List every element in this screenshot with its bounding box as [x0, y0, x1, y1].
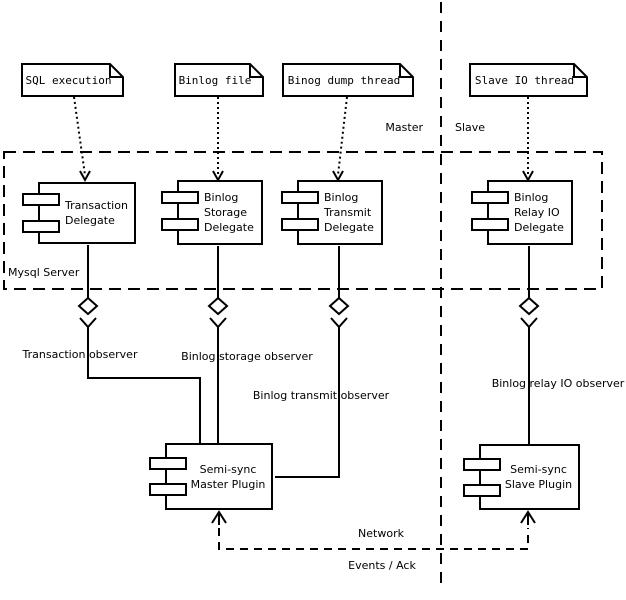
note-shape-sql-execution: [21, 63, 124, 97]
slave-section-label: Slave: [455, 121, 486, 134]
master-section-label: Master: [385, 121, 423, 134]
component-label: Binlog Transmit Delegate: [324, 191, 374, 234]
aggregation-diamonds: [77, 296, 540, 316]
note-binog-dump-thread: Binog dump thread: [287, 73, 401, 87]
component-tab-icon: [161, 191, 199, 204]
component-tab-icon: [281, 191, 319, 204]
note-sql-execution: SQL execution: [25, 73, 112, 87]
note-shape-binlog-file: [174, 63, 264, 97]
component-label: Binlog Relay IO Delegate: [514, 191, 564, 234]
component-tab-icon: [471, 191, 509, 204]
component-tab-icon: [22, 220, 60, 233]
network-link: [211, 510, 536, 550]
note-shape-binog-dump-thread: [282, 63, 414, 97]
component-label: Transaction Delegate: [65, 199, 128, 227]
component-tab-icon: [463, 484, 501, 497]
component-label: Semi-sync Master Plugin: [190, 462, 266, 491]
observer-arrowheads: [79, 317, 538, 329]
binlog-relay-io-observer-label: Binlog relay IO observer: [491, 377, 625, 390]
arrow-dumpthread-to-transmit: [332, 96, 348, 183]
note-binlog-file: Binlog file: [178, 73, 252, 87]
mysql-server-boundary: [3, 151, 603, 290]
arrow-slaveio-to-relay: [522, 97, 534, 183]
binlog-storage-observer-label: Binlog storage observer: [181, 350, 313, 363]
component-tab-icon: [161, 218, 199, 231]
component-tab-icon: [149, 483, 187, 496]
component-binlog-storage-delegate: Binlog Storage Delegate: [161, 180, 263, 245]
component-semi-sync-master-plugin: Semi-sync Master Plugin: [149, 443, 273, 510]
note-shape-slave-io-thread: [469, 63, 588, 97]
component-binlog-relay-io-delegate: Binlog Relay IO Delegate: [471, 180, 573, 245]
transaction-observer-label: Transaction observer: [22, 348, 138, 361]
component-label: Semi-sync Slave Plugin: [504, 463, 573, 491]
arrow-binlogfile-to-storage: [212, 97, 224, 183]
delegate-stems: [87, 245, 530, 298]
component-tab-icon: [471, 218, 509, 231]
component-tab-icon: [463, 458, 501, 471]
note-slave-io-thread: Slave IO thread: [474, 73, 575, 87]
component-semi-sync-slave-plugin: Semi-sync Slave Plugin: [463, 444, 580, 510]
component-tab-icon: [281, 218, 319, 231]
arrow-sql-to-transaction: [73, 96, 91, 183]
component-tab-icon: [22, 193, 60, 206]
component-label: Binlog Storage Delegate: [204, 191, 254, 234]
component-binlog-transmit-delegate: Binlog Transmit Delegate: [281, 180, 383, 245]
events-ack-label: Events / Ack: [348, 559, 416, 572]
binlog-transmit-observer-label: Binlog transmit observer: [252, 389, 390, 402]
network-label: Network: [358, 527, 404, 540]
mysql-server-label: Mysql Server: [8, 266, 80, 279]
observer-connectors: [87, 327, 530, 478]
component-tab-icon: [149, 457, 187, 470]
component-transaction-delegate: Transaction Delegate: [22, 182, 136, 244]
